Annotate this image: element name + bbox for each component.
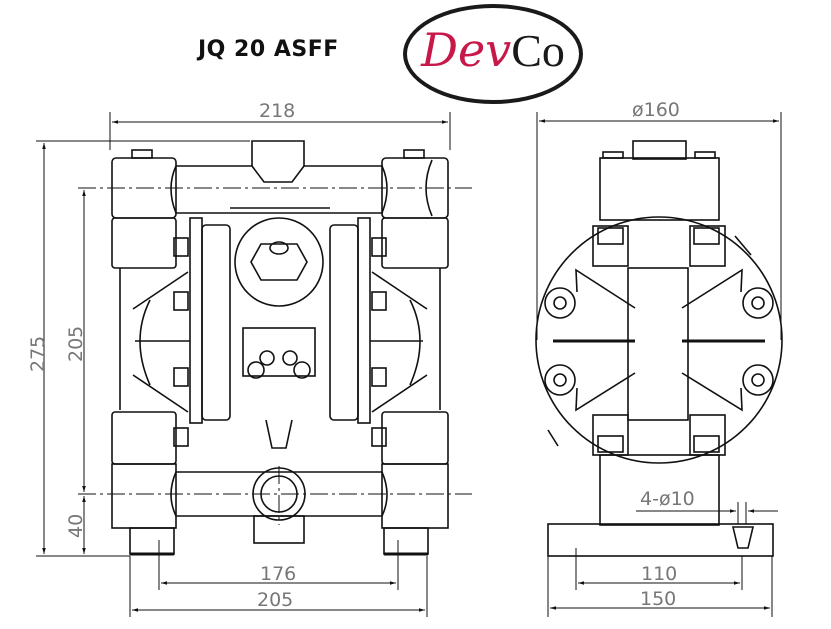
logo-text: DevCo [403,22,583,79]
front-centerlines [78,187,472,525]
side-dimension-lines [536,112,782,617]
logo-co: Co [511,25,565,76]
dim-outlet-height: 40 [65,514,87,538]
dim-base-width: 205 [257,589,293,611]
dim-side-base-width: 150 [640,588,676,610]
devco-logo: DevCo [403,4,583,104]
dim-diameter: ø160 [632,99,680,121]
dim-port-center-distance: 205 [65,326,87,362]
logo-dev: Dev [421,23,512,77]
dim-hole-spacing: 110 [641,563,677,585]
dim-mounting-holes: 4-ø10 [640,488,695,510]
front-dimension-lines [36,112,451,617]
dim-overall-width: 218 [259,100,295,122]
dim-overall-height: 275 [27,336,49,372]
model-title: JQ 20 ASFF [198,37,339,62]
front-view [111,140,449,556]
logo-ellipse [403,4,583,104]
side-view [535,140,783,557]
dim-mount-spacing: 176 [260,563,296,585]
